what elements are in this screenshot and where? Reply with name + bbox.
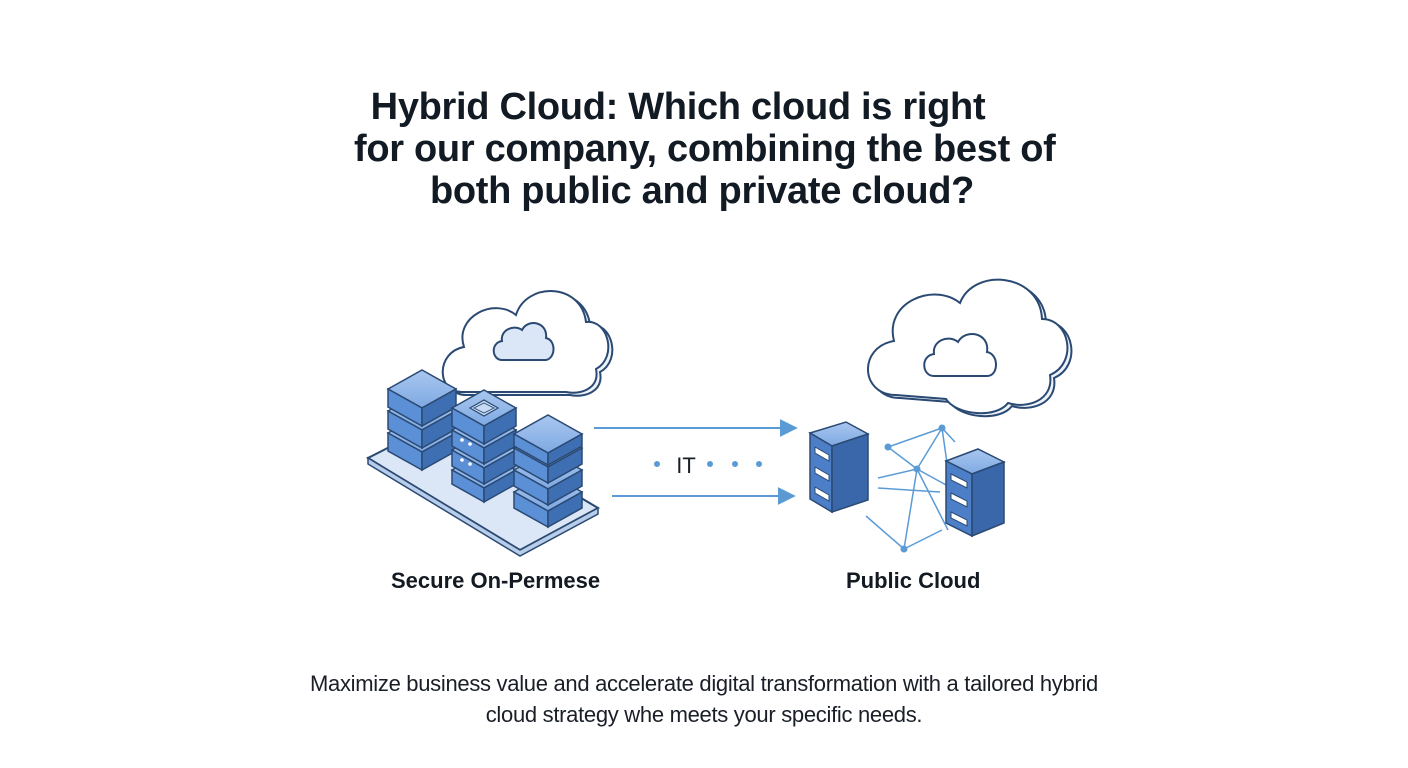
public-server-right bbox=[944, 448, 1006, 538]
title-line-2: for our company, combining the best of bbox=[354, 128, 1056, 170]
network-lines bbox=[865, 427, 956, 550]
public-cloud-label: Public Cloud bbox=[846, 568, 981, 593]
server-rack-center bbox=[450, 389, 518, 504]
server-rack-right bbox=[512, 414, 584, 529]
title-line-1: Hybrid Cloud: Which cloud is right bbox=[370, 86, 986, 128]
on-premise-label: Secure On-Permese bbox=[391, 568, 601, 593]
footer-line-2: cloud strategy whe meets your specific n… bbox=[485, 702, 923, 727]
footer-description: Maximize business value and accelerate d… bbox=[254, 668, 1154, 730]
connector-label: IT bbox=[676, 453, 696, 478]
public-cloud-icon bbox=[867, 278, 1073, 418]
server-rack-left bbox=[386, 369, 458, 472]
connector-arrows bbox=[594, 419, 798, 505]
title-line-3: both public and private cloud? bbox=[429, 170, 975, 212]
network-nodes bbox=[884, 424, 946, 553]
footer-line-1: Maximize business value and accelerate d… bbox=[310, 671, 1098, 696]
private-cloud-icon bbox=[441, 290, 614, 397]
public-server-left bbox=[808, 421, 870, 514]
page-title: Hybrid Cloud: Which cloud is right for o… bbox=[354, 86, 1056, 212]
connector-dots bbox=[654, 461, 762, 467]
